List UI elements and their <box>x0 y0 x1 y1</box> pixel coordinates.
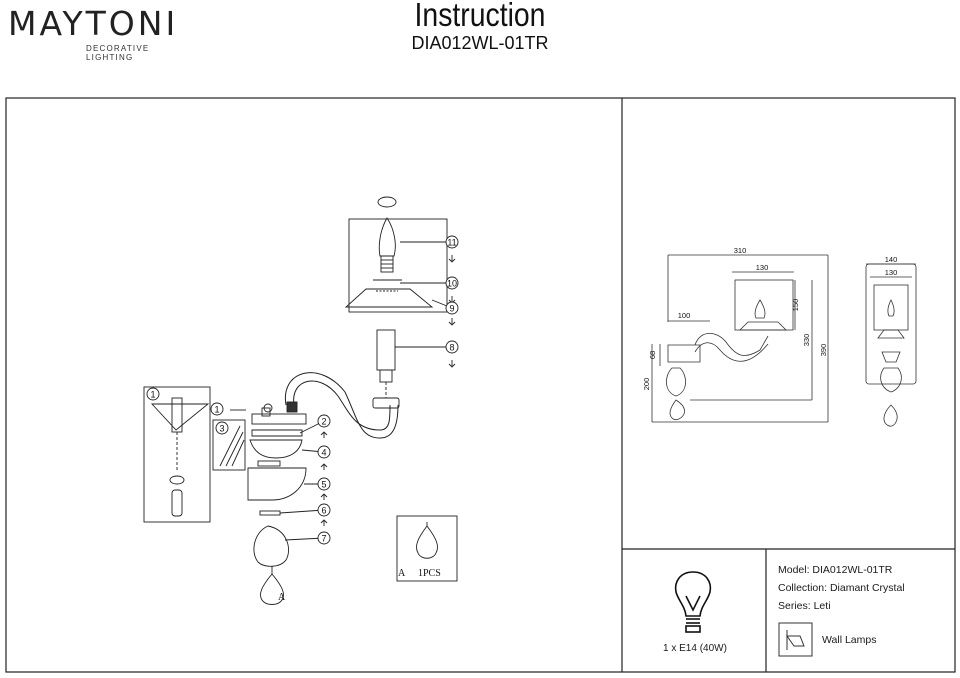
product-series: Series: Leti <box>778 600 831 612</box>
shade-ring <box>344 288 434 308</box>
brand-logo: MAYTONI DECORATIVE LIGHTING <box>8 4 183 62</box>
rotate-arrow <box>377 196 397 208</box>
svg-text:140: 140 <box>885 255 898 264</box>
bulb-spec: 1 x E14 (40W) <box>663 643 727 654</box>
dimension-labels: 310 130 100 140 130 150 330 390 68 200 <box>642 246 897 390</box>
dimension-drawing-side <box>865 263 917 427</box>
svg-text:200: 200 <box>642 378 651 391</box>
callout-2 <box>317 414 331 428</box>
dimension-drawing-front <box>651 254 829 423</box>
product-collection: Collection: Diamant Crystal <box>778 582 905 594</box>
product-category: Wall Lamps <box>822 634 877 646</box>
svg-text:130: 130 <box>885 268 898 277</box>
svg-text:6: 6 <box>321 506 326 516</box>
svg-text:100: 100 <box>678 311 691 320</box>
detail-labels: A 1PCS A <box>278 568 441 603</box>
wall-lamp-icon <box>778 622 813 657</box>
document-title: Instruction <box>414 0 546 33</box>
svg-text:2: 2 <box>321 417 326 427</box>
bulb-shape <box>378 217 396 257</box>
part-callouts <box>146 235 459 545</box>
wall-mount-inset <box>143 386 211 523</box>
callout-1a <box>146 387 160 401</box>
callout-11 <box>445 235 459 249</box>
callout-1b <box>210 402 224 416</box>
svg-text:9: 9 <box>449 304 454 314</box>
crystal-label: A <box>278 592 286 603</box>
svg-text:1: 1 <box>150 390 155 400</box>
document-model-code: DIA012WL-01TR <box>411 33 549 53</box>
assembly-drawing <box>143 196 458 605</box>
callout-4 <box>317 445 331 459</box>
detail-qty: 1PCS <box>418 568 441 579</box>
callout-10 <box>445 276 459 290</box>
callout-7 <box>317 531 331 545</box>
svg-text:11: 11 <box>447 238 456 248</box>
bulb-icon <box>674 571 712 633</box>
brand-tagline: DECORATIVE LIGHTING <box>86 44 150 62</box>
svg-text:330: 330 <box>802 334 811 347</box>
svg-text:310: 310 <box>734 246 747 255</box>
callout-6 <box>317 503 331 517</box>
detail-box-a <box>396 515 458 582</box>
svg-text:4: 4 <box>321 448 326 458</box>
callout-3 <box>215 421 229 435</box>
svg-text:390: 390 <box>819 344 828 357</box>
callout-8 <box>445 340 459 354</box>
wire-inset <box>212 419 246 471</box>
svg-text:7: 7 <box>321 534 326 544</box>
svg-text:1: 1 <box>214 405 219 415</box>
product-model: Model: DIA012WL-01TR <box>778 564 893 576</box>
shade-panel <box>348 218 448 313</box>
sheet-frame <box>5 97 956 673</box>
part-callout-labels: 11 10 9 8 2 4 5 6 7 1 1 3 <box>150 238 457 544</box>
svg-text:150: 150 <box>791 299 800 312</box>
svg-text:10: 10 <box>447 279 457 289</box>
svg-text:130: 130 <box>756 263 769 272</box>
svg-text:8: 8 <box>449 343 454 353</box>
brand-name: MAYTONI <box>8 4 179 43</box>
detail-label: A <box>398 568 406 579</box>
svg-text:3: 3 <box>219 424 224 434</box>
svg-text:5: 5 <box>321 480 326 490</box>
svg-text:68: 68 <box>648 351 657 359</box>
callout-9 <box>445 301 459 315</box>
callout-5 <box>317 477 331 491</box>
